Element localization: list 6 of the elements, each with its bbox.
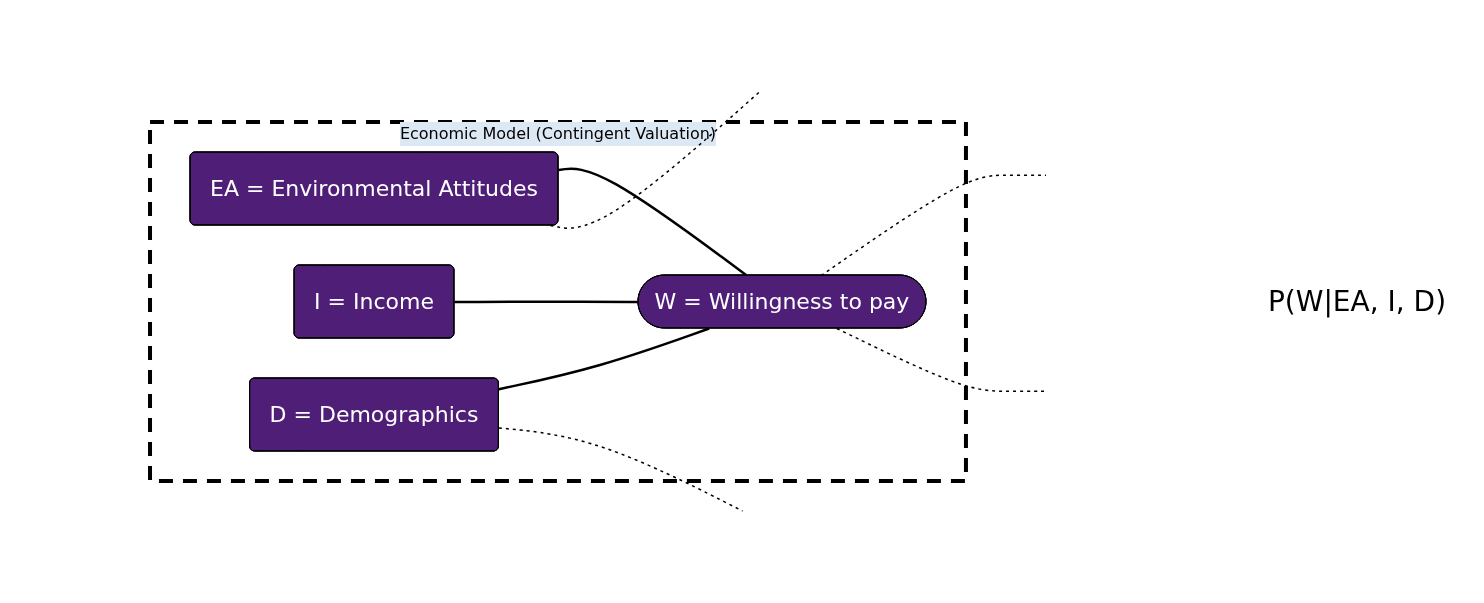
connector	[454, 300, 639, 304]
connector	[549, 91, 761, 229]
connector	[836, 327, 1047, 392]
connector	[498, 327, 710, 391]
formula-label: P(W|EA, I, D)	[1267, 285, 1447, 318]
connector	[498, 427, 744, 512]
